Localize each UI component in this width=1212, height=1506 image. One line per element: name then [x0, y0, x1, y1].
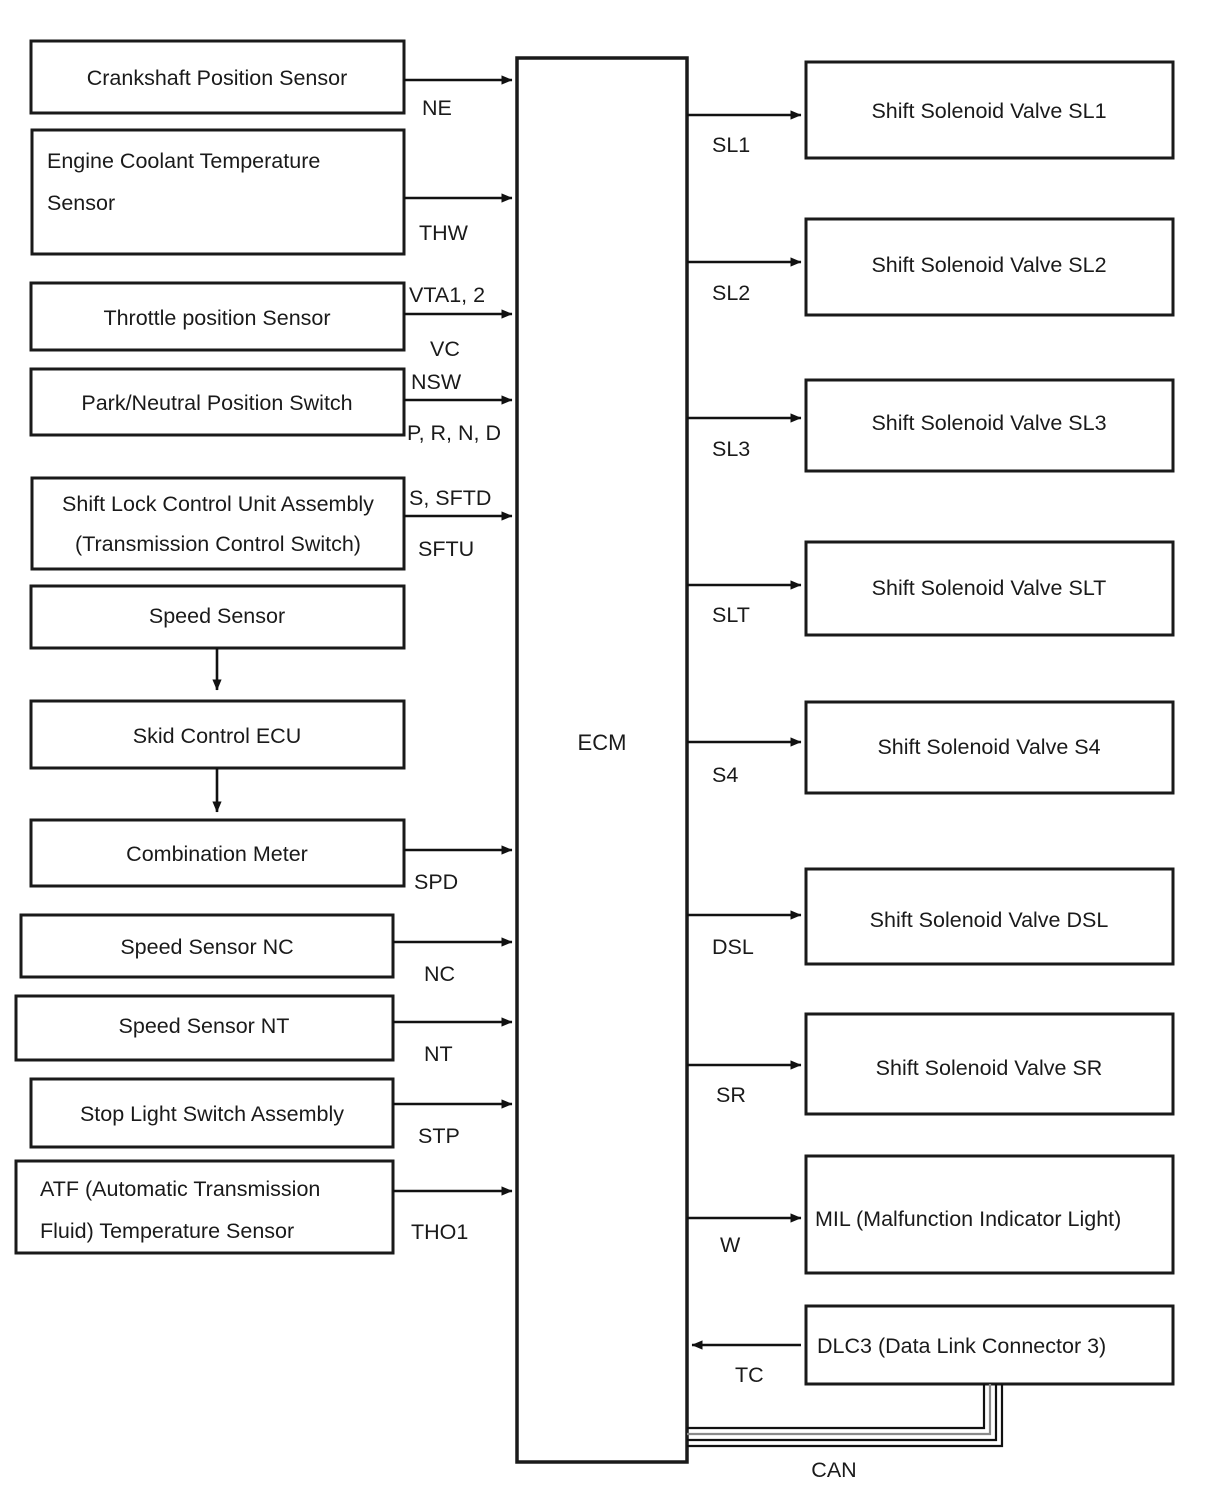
label-atf-temperature-sensor-line1: ATF (Automatic Transmission	[40, 1177, 320, 1201]
label-dlc3-data-link-connector-3: DLC3 (Data Link Connector 3)	[817, 1334, 1106, 1358]
label-park-neutral-position-switch: Park/Neutral Position Switch	[81, 391, 352, 415]
signal-label-spd: SPD	[414, 870, 458, 894]
signal-label-sl3: SL3	[712, 437, 750, 461]
label-throttle-position-sensor: Throttle position Sensor	[103, 306, 330, 330]
label-skid-control-ecu: Skid Control ECU	[133, 724, 301, 748]
box-shift-solenoid-valve-sl1[interactable]	[804, 60, 1175, 160]
signal-label-nc: NC	[424, 962, 455, 986]
signal-label-thw: THW	[419, 221, 469, 245]
label-speed-sensor-nt: Speed Sensor NT	[119, 1014, 290, 1038]
can-bus-bundle	[687, 1384, 1004, 1448]
box-atf-temperature-sensor[interactable]	[14, 1159, 395, 1255]
signal-label-tc: TC	[735, 1363, 764, 1387]
signal-label-sl1: SL1	[712, 133, 750, 157]
box-shift-solenoid-valve-sl2[interactable]	[804, 217, 1175, 317]
box-speed-sensor[interactable]	[29, 584, 406, 650]
box-shift-solenoid-valve-sl3[interactable]	[804, 378, 1175, 473]
label-shift-solenoid-valve-dsl: Shift Solenoid Valve DSL	[870, 908, 1109, 932]
box-speed-sensor-nt[interactable]	[14, 994, 395, 1062]
box-skid-control-ecu[interactable]	[29, 699, 406, 770]
label-shift-solenoid-valve-sr: Shift Solenoid Valve SR	[876, 1056, 1103, 1080]
signal-label-slt: SLT	[712, 603, 750, 627]
signal-label-nt: NT	[424, 1042, 453, 1066]
box-engine-coolant-temperature-sensor[interactable]	[30, 128, 406, 256]
label-crankshaft-position-sensor: Crankshaft Position Sensor	[87, 66, 348, 90]
label-stop-light-switch-assembly: Stop Light Switch Assembly	[80, 1102, 344, 1126]
box-shift-solenoid-valve-sr[interactable]	[804, 1012, 1175, 1116]
label-shift-lock-control-unit-assembly-line2: (Transmission Control Switch)	[75, 532, 361, 556]
signal-label-dsl: DSL	[712, 935, 754, 959]
signal-label-vc: VC	[430, 337, 460, 361]
box-mil-malfunction-indicator-light[interactable]	[804, 1154, 1175, 1275]
ecm-box[interactable]	[515, 56, 689, 1464]
box-stop-light-switch-assembly[interactable]	[29, 1077, 395, 1149]
signal-label-sl2: SL2	[712, 281, 750, 305]
label-shift-solenoid-valve-slt: Shift Solenoid Valve SLT	[872, 576, 1107, 600]
signal-label-prnd: P, R, N, D	[407, 421, 501, 445]
signal-label-s-sftd: S, SFTD	[409, 486, 491, 510]
box-shift-solenoid-valve-slt[interactable]	[804, 540, 1175, 637]
label-atf-temperature-sensor-line2: Fluid) Temperature Sensor	[40, 1219, 294, 1243]
label-engine-coolant-temperature-sensor-line1: Engine Coolant Temperature	[47, 149, 320, 173]
label-shift-solenoid-valve-s4: Shift Solenoid Valve S4	[877, 735, 1100, 759]
label-speed-sensor-nc: Speed Sensor NC	[120, 935, 293, 959]
signal-label-ne: NE	[422, 96, 452, 120]
label-shift-solenoid-valve-sl1: Shift Solenoid Valve SL1	[871, 99, 1106, 123]
box-throttle-position-sensor[interactable]	[29, 281, 406, 352]
box-shift-solenoid-valve-dsl[interactable]	[804, 867, 1175, 966]
signal-label-vta: VTA1, 2	[409, 283, 485, 307]
signal-label-tho1: THO1	[411, 1220, 468, 1244]
signal-label-sftu: SFTU	[418, 537, 474, 561]
label-shift-solenoid-valve-sl3: Shift Solenoid Valve SL3	[871, 411, 1106, 435]
ecm-label: ECM	[578, 730, 627, 755]
box-shift-lock-control-unit-assembly[interactable]	[30, 476, 406, 571]
box-shift-solenoid-valve-s4[interactable]	[804, 700, 1175, 795]
label-combination-meter: Combination Meter	[126, 842, 308, 866]
label-shift-lock-control-unit-assembly-line1: Shift Lock Control Unit Assembly	[62, 492, 374, 516]
signal-label-w: W	[720, 1233, 741, 1257]
label-mil-malfunction-indicator-light: MIL (Malfunction Indicator Light)	[815, 1207, 1121, 1231]
box-speed-sensor-nc[interactable]	[19, 913, 395, 979]
box-combination-meter[interactable]	[29, 818, 406, 888]
box-crankshaft-position-sensor[interactable]	[29, 39, 406, 115]
signal-label-s4: S4	[712, 763, 738, 787]
signal-label-nsw: NSW	[411, 370, 462, 394]
signal-label-sr: SR	[716, 1083, 746, 1107]
signal-label-stp: STP	[418, 1124, 460, 1148]
can-bus-label: CAN	[811, 1458, 856, 1482]
label-shift-solenoid-valve-sl2: Shift Solenoid Valve SL2	[871, 253, 1106, 277]
box-park-neutral-position-switch[interactable]	[29, 367, 406, 437]
label-engine-coolant-temperature-sensor-line2: Sensor	[47, 191, 115, 215]
label-speed-sensor: Speed Sensor	[149, 604, 285, 628]
